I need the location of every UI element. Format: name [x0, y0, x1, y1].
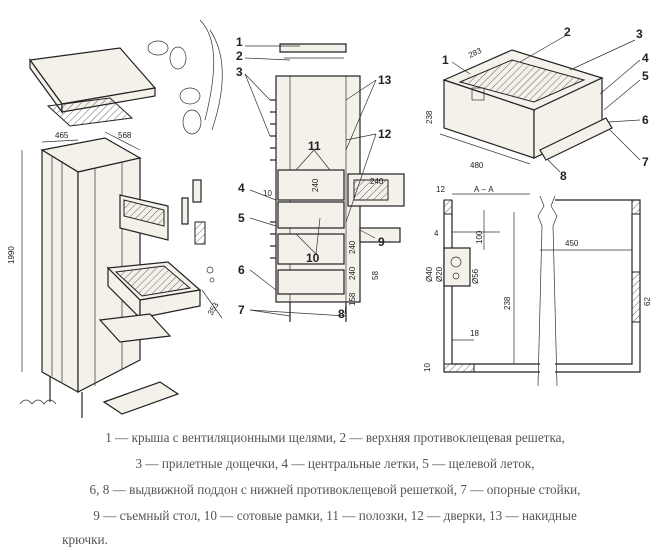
dim-240-b: 240 [370, 177, 384, 186]
box-callout-7: 7 [642, 155, 649, 169]
box-callout-4: 4 [642, 51, 649, 65]
box-isometric-view: 480 238 283 1 2 3 4 5 6 7 8 [425, 25, 649, 183]
section-a-a: А – А 12 4 100 450 238 Ø40 Ø20 Ø56 62 18 [423, 185, 652, 387]
callout-5: 5 [238, 211, 245, 225]
caption-line-1: 1 — крыша с вентиляционными щелями, 2 — … [105, 430, 565, 445]
dim-568: 568 [118, 131, 132, 140]
figure-caption: 1 — крыша с вентиляционными щелями, 2 — … [0, 428, 670, 560]
top-grid [46, 97, 134, 127]
box-callout-3: 3 [636, 27, 643, 41]
box-callout-6: 6 [642, 113, 649, 127]
section-roof [279, 43, 347, 53]
dim-158: 158 [348, 292, 357, 306]
dim-465: 465 [55, 131, 69, 140]
dim-240-d: 240 [348, 266, 357, 280]
callout-7: 7 [238, 303, 245, 317]
dim-238-b: 238 [503, 296, 512, 310]
hive-technical-drawing: 465 568 1990 353 [7, 19, 652, 418]
dim-d20: Ø20 [435, 266, 444, 282]
dim-353: 353 [206, 300, 221, 317]
callout-8: 8 [338, 307, 345, 321]
callout-9: 9 [378, 235, 385, 249]
ventilation-slots [270, 99, 276, 259]
caption-line-2: 3 — прилетные дощечки, 4 — центральные л… [135, 456, 535, 471]
callout-10: 10 [306, 251, 320, 265]
dim-62: 62 [643, 297, 652, 306]
callout-13: 13 [378, 73, 392, 87]
landing-board [102, 381, 180, 415]
dim-480: 480 [470, 161, 484, 170]
callout-3: 3 [236, 65, 243, 79]
dim-12: 12 [436, 185, 445, 194]
bee-illustration [147, 19, 223, 135]
hive-side-face [41, 148, 79, 394]
box-callout-1: 1 [442, 53, 449, 67]
dim-450: 450 [565, 239, 579, 248]
frame-upper [277, 169, 345, 201]
dim-10: 10 [263, 189, 272, 198]
caption-line-5: крючки. [62, 532, 108, 547]
dim-4: 4 [434, 229, 439, 238]
table-shelf [98, 313, 172, 343]
callout-2: 2 [236, 49, 243, 63]
dim-240-c: 240 [348, 240, 357, 254]
callout-4: 4 [238, 181, 245, 195]
callout-11: 11 [308, 139, 321, 153]
dim-283: 283 [467, 46, 483, 60]
section-label: А – А [474, 185, 494, 194]
callout-6: 6 [238, 263, 245, 277]
dim-d56: Ø56 [471, 268, 480, 284]
dim-1990: 1990 [7, 246, 16, 264]
caption-line-4: 9 — съемный стол, 10 — сотовые рамки, 11… [93, 508, 577, 523]
hive-side-section: 240 240 240 240 158 58 10 1 2 3 4 5 6 7 [236, 35, 405, 322]
callout-12: 12 [378, 127, 392, 141]
dim-240-a: 240 [311, 178, 320, 192]
dim-18: 18 [470, 329, 479, 338]
callout-1: 1 [236, 35, 243, 49]
box-tray [539, 117, 613, 161]
box-callout-5: 5 [642, 69, 649, 83]
caption-line-3: 6, 8 — выдвижной поддон с нижней противо… [89, 482, 581, 497]
dim-238: 238 [425, 110, 434, 124]
box-callout-8: 8 [560, 169, 567, 183]
dim-100: 100 [475, 230, 484, 244]
dim-58: 58 [371, 271, 380, 280]
dim-10-b: 10 [423, 363, 432, 372]
dim-d40: Ø40 [425, 266, 434, 282]
box-callout-2: 2 [564, 25, 571, 39]
hive-perspective-view: 465 568 1990 353 [7, 19, 223, 418]
